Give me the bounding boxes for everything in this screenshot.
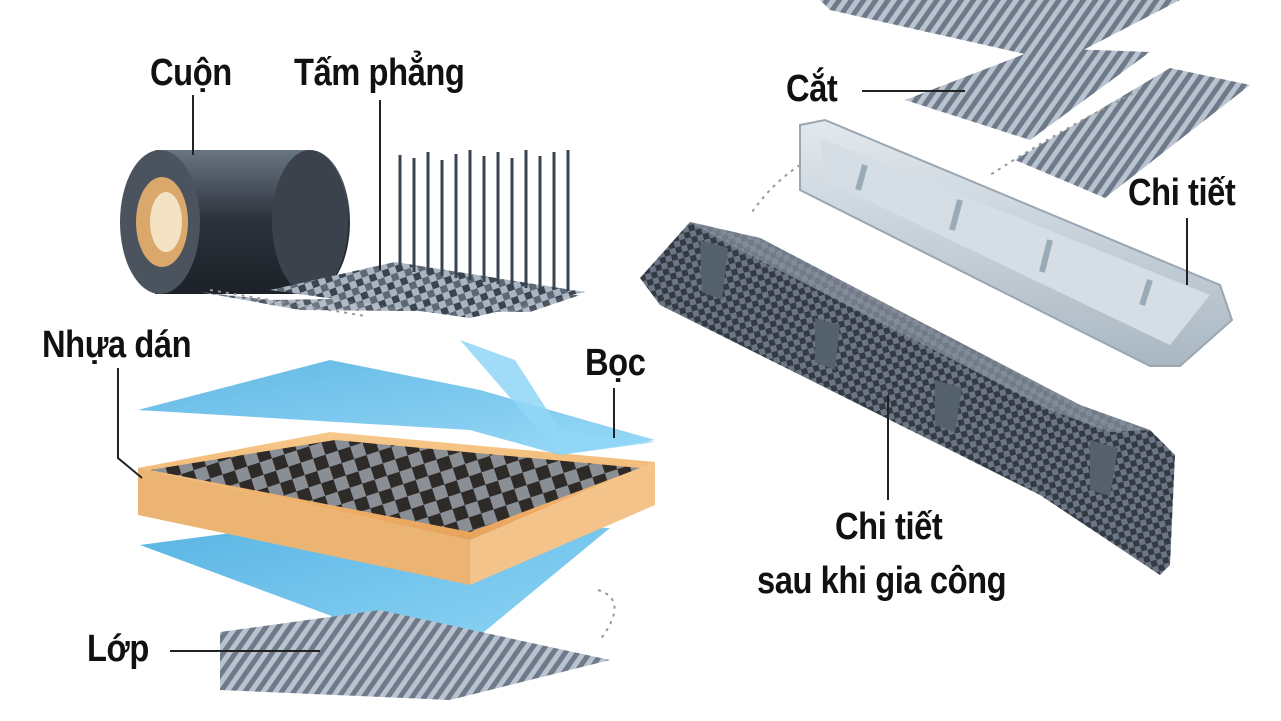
mold-part bbox=[799, 118, 1234, 367]
label-finished-line1: Chi tiết bbox=[835, 506, 943, 548]
cut-sheets bbox=[749, 0, 1250, 216]
label-part: Chi tiết bbox=[1128, 172, 1236, 214]
label-flat-sheet: Tấm phẳng bbox=[294, 52, 465, 94]
label-cut: Cắt bbox=[786, 68, 838, 110]
flat-sheet-fibers bbox=[209, 150, 585, 318]
label-layer: Lớp bbox=[87, 628, 149, 670]
leader-resin bbox=[117, 368, 143, 479]
laminate-stack bbox=[138, 340, 655, 700]
label-wrap: Bọc bbox=[585, 342, 646, 384]
label-resin: Nhựa dán bbox=[42, 324, 192, 366]
label-roll: Cuộn bbox=[150, 52, 232, 94]
label-finished-line2: sau khi gia công bbox=[757, 560, 1007, 602]
leader-lines bbox=[117, 90, 1188, 652]
finished-carbon-part bbox=[640, 222, 1175, 575]
